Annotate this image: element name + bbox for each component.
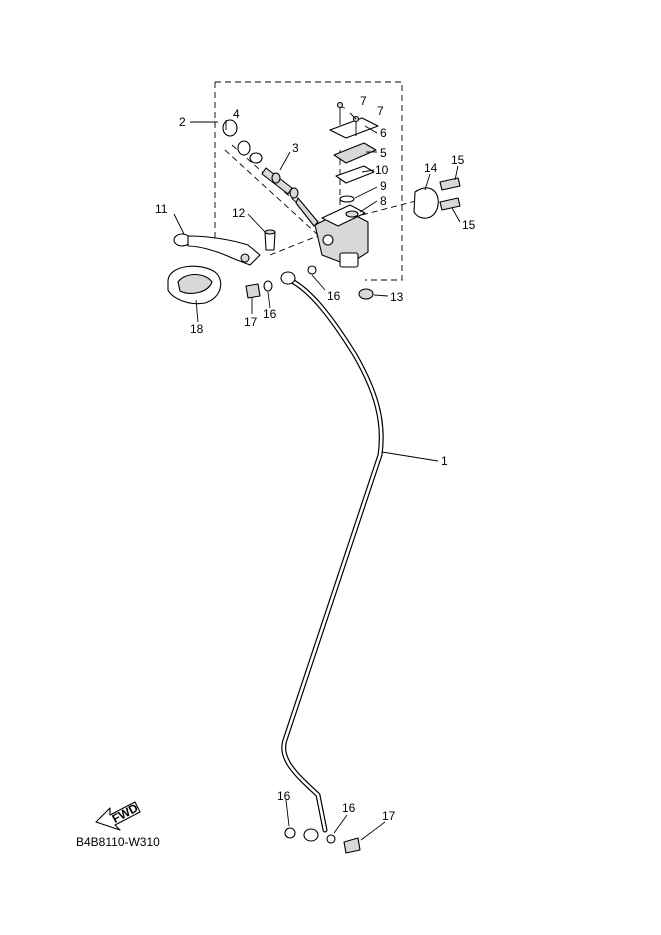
piston-kit	[222, 119, 319, 227]
callout-2: 2	[179, 115, 186, 129]
callout-16b: 16	[263, 307, 277, 321]
callout-17a: 17	[244, 315, 258, 329]
callout-1: 1	[441, 454, 448, 468]
callout-18: 18	[190, 322, 204, 336]
leader-lines	[173, 106, 461, 841]
callout-16a: 16	[327, 289, 341, 303]
callout-8: 8	[380, 194, 387, 208]
holder-clamp	[413, 177, 461, 219]
callout-14: 14	[424, 161, 438, 175]
callout-15a: 15	[451, 153, 465, 167]
diagram-code: B4B8110-W310	[76, 835, 160, 849]
callout-9: 9	[380, 179, 387, 193]
callout-6: 6	[380, 126, 387, 140]
callout-12: 12	[232, 206, 246, 220]
brake-lever	[173, 233, 261, 266]
callout-17b: 17	[382, 809, 396, 823]
banjo-fitting-top	[245, 265, 374, 300]
callout-10: 10	[375, 163, 389, 177]
callout-3: 3	[292, 141, 299, 155]
master-cylinder-body	[314, 204, 369, 268]
callout-15b: 15	[462, 218, 476, 232]
callouts: 1 2 3 4 5 6 7 7 8 9 10 11 12 13 14 15 15…	[155, 94, 476, 823]
callout-11: 11	[155, 202, 168, 216]
pivot-bolt	[264, 229, 276, 251]
callout-4: 4	[233, 107, 240, 121]
reservoir-parts	[329, 101, 379, 218]
lever-guard	[167, 265, 222, 305]
callout-16d: 16	[342, 801, 356, 815]
callout-7b: 7	[377, 104, 384, 118]
callout-16c: 16	[277, 789, 291, 803]
callout-7a: 7	[360, 94, 367, 108]
banjo-fitting-bottom	[284, 827, 361, 854]
callout-13: 13	[390, 290, 404, 304]
callout-5: 5	[380, 146, 387, 160]
fwd-arrow-icon: FWD	[95, 801, 141, 831]
brake-hose	[281, 277, 384, 833]
